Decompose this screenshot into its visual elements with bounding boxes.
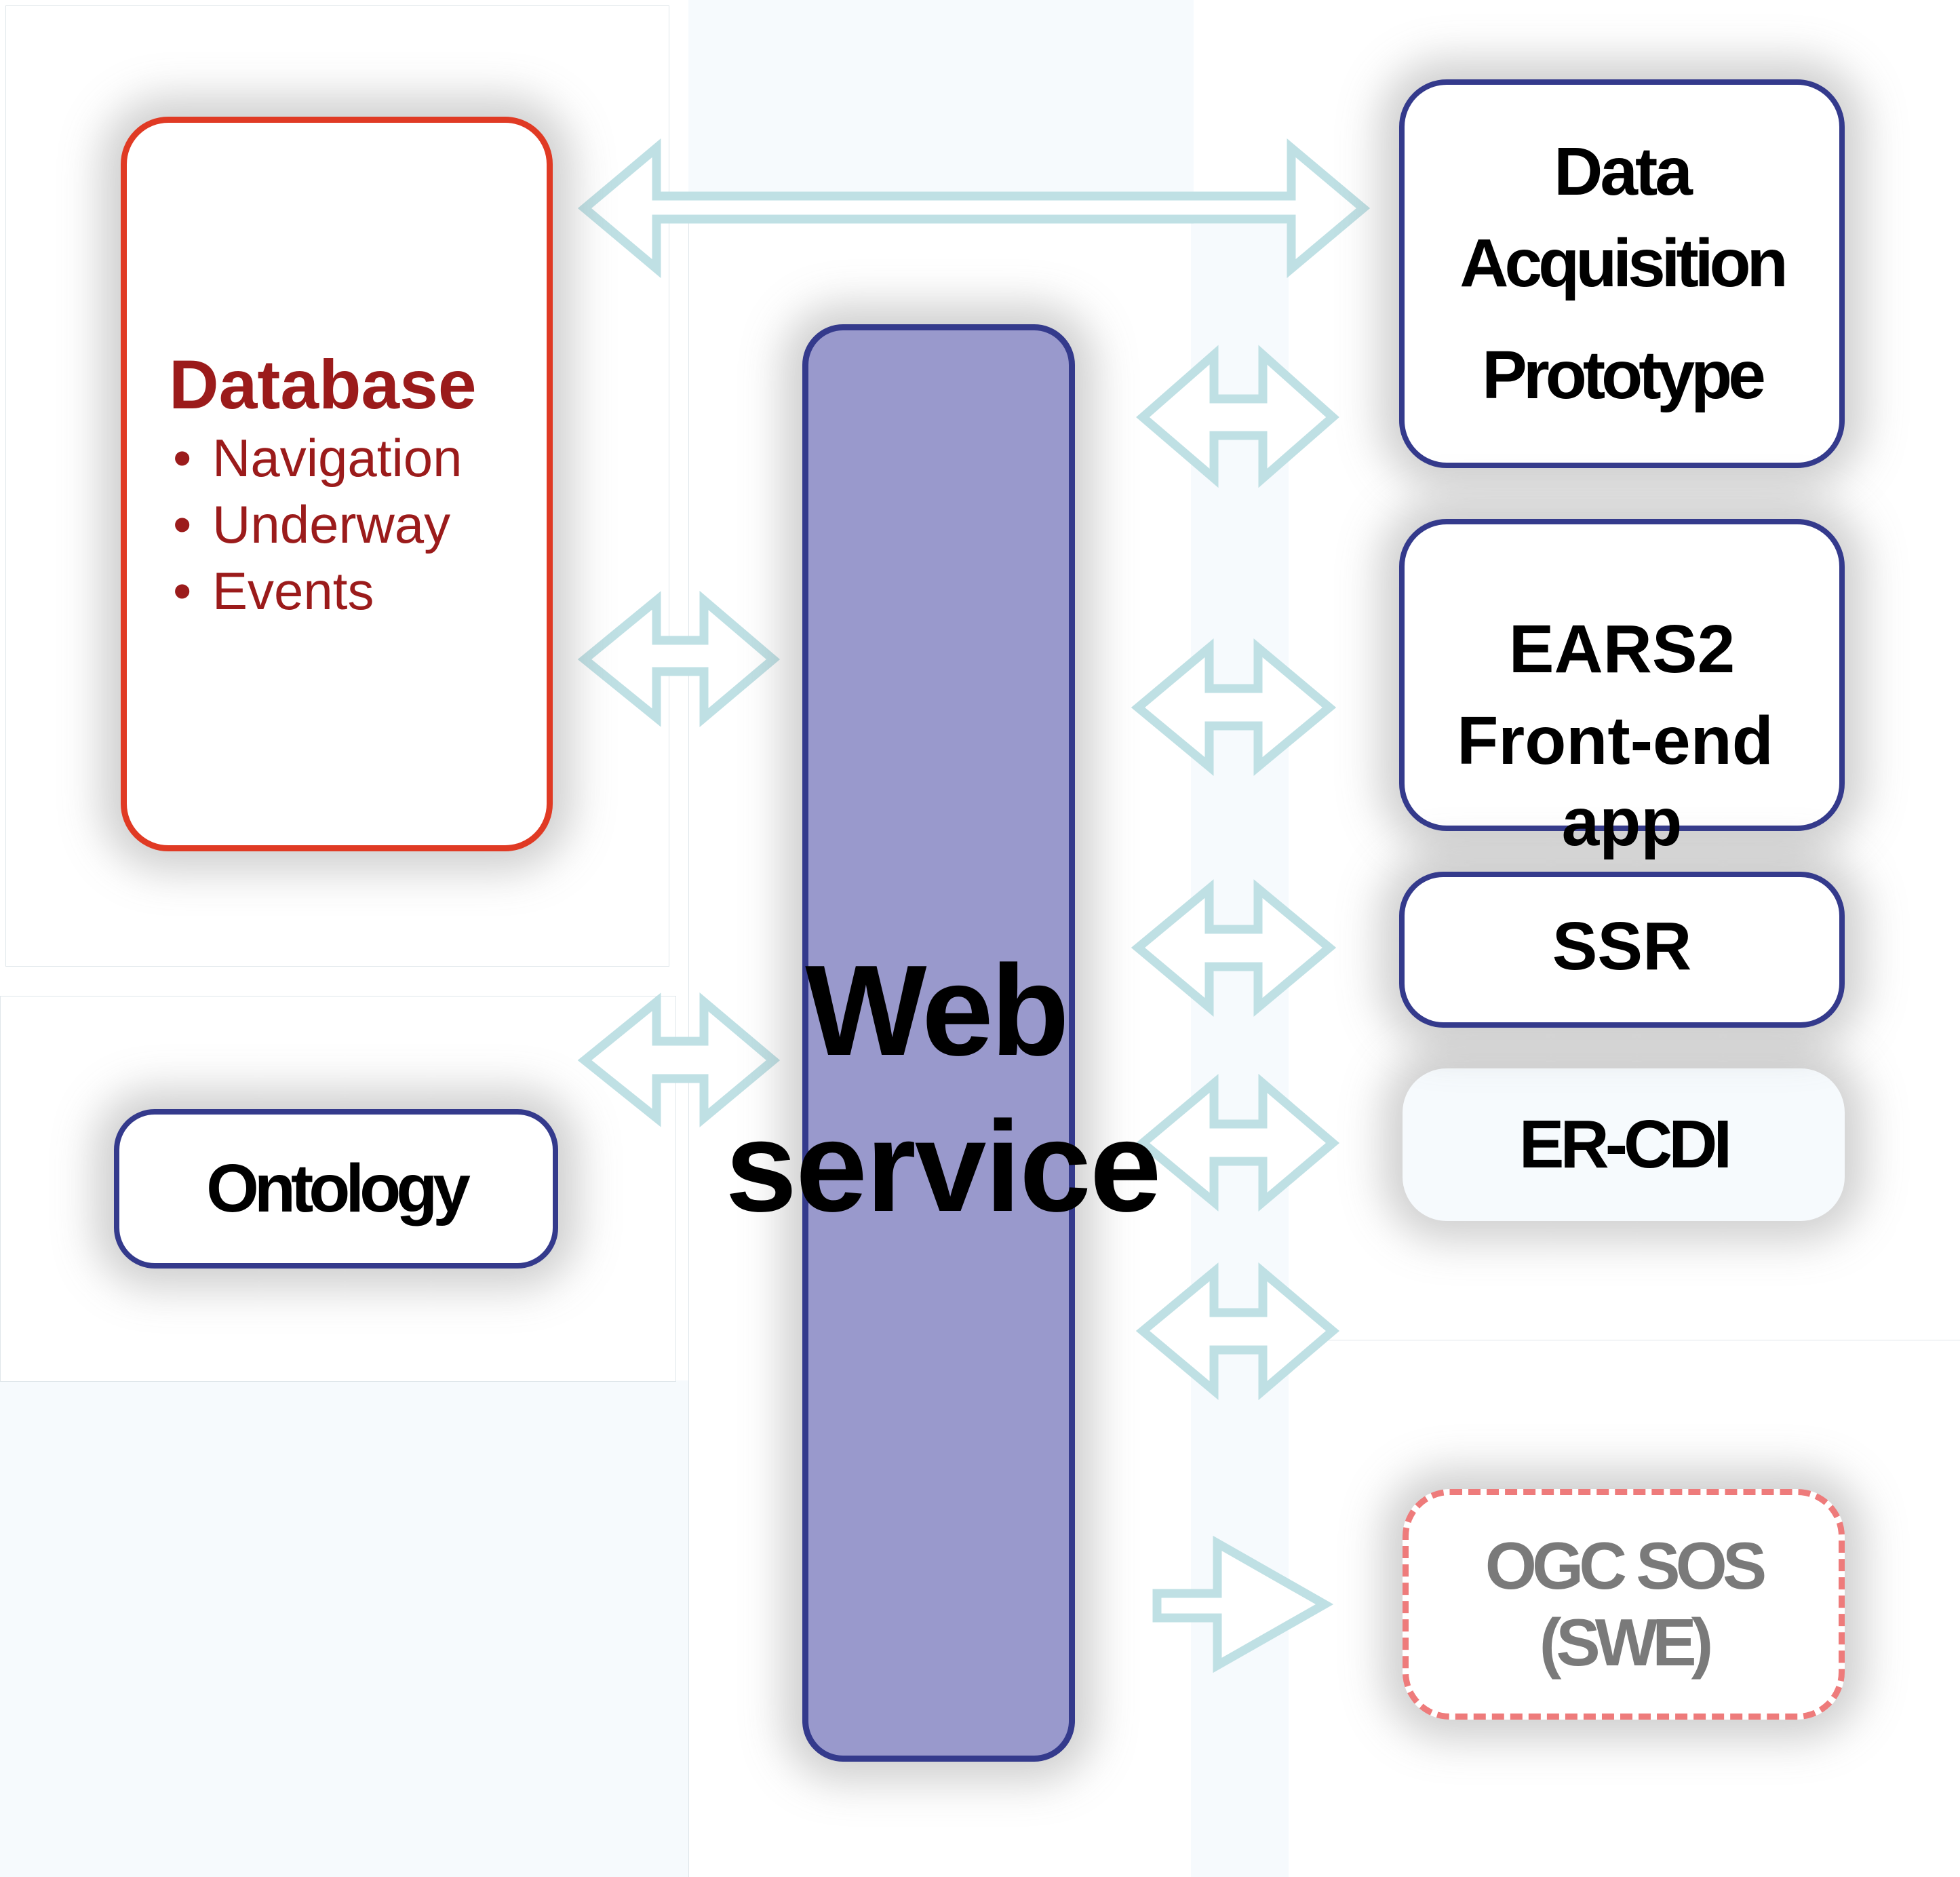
arrow-web-service-ogc-sos bbox=[1152, 1535, 1334, 1673]
database-item-navigation: •Navigation bbox=[169, 425, 463, 491]
ssr-box[interactable]: SSR bbox=[1399, 872, 1845, 1028]
database-item-events: •Events bbox=[169, 558, 463, 624]
double-arrow-web-service-er-cdi bbox=[1135, 1073, 1340, 1212]
ssr-label: SSR bbox=[1552, 908, 1692, 984]
double-arrow-web-service-data-acquisition bbox=[1136, 345, 1339, 488]
web-service-label: Web service bbox=[699, 946, 1187, 1231]
double-arrow-database-data-acquisition bbox=[577, 138, 1371, 278]
double-arrow-web-service-ears2 bbox=[1131, 638, 1337, 776]
web-service-line2: service bbox=[725, 1095, 1161, 1239]
bullet: • bbox=[173, 428, 192, 488]
ogc-sos-line1: OGC SOS bbox=[1485, 1528, 1767, 1604]
ontology-box[interactable]: Ontology bbox=[114, 1109, 558, 1269]
database-item-list: •Navigation •Underway •Events bbox=[169, 425, 463, 624]
web-service-line1: Web bbox=[805, 939, 1070, 1083]
ears2-line1: EARS2 bbox=[1508, 611, 1736, 687]
data-acquisition-line1: Data bbox=[1554, 134, 1693, 210]
ontology-label: Ontology bbox=[206, 1150, 471, 1226]
ogc-sos-box[interactable]: OGC SOS (SWE) bbox=[1403, 1489, 1845, 1720]
er-cdi-label: ER-CDI bbox=[1518, 1106, 1732, 1182]
er-cdi-box[interactable]: ER-CDI bbox=[1403, 1068, 1845, 1221]
ears2-line3: app bbox=[1561, 784, 1683, 860]
bullet: • bbox=[173, 561, 192, 621]
web-service-column[interactable] bbox=[802, 324, 1075, 1762]
ears2-box[interactable]: EARS2 Front-end app bbox=[1399, 519, 1845, 858]
database-box[interactable]: Database •Navigation •Underway •Events bbox=[121, 117, 553, 851]
data-acquisition-box[interactable]: Data Acquisition Prototype bbox=[1399, 79, 1845, 468]
double-arrow-database-web-service bbox=[577, 590, 781, 727]
background-panel-left-bottom bbox=[0, 1380, 688, 1877]
double-arrow-web-service-ssr bbox=[1131, 879, 1337, 1017]
database-item-underway: •Underway bbox=[169, 491, 463, 558]
bullet: • bbox=[173, 495, 192, 554]
double-arrow-web-service-empty bbox=[1135, 1262, 1340, 1401]
data-acquisition-line3: Prototype bbox=[1482, 337, 1766, 413]
ears2-line2: Front-end bbox=[1457, 703, 1773, 779]
data-acquisition-line2: Acquisition bbox=[1459, 225, 1788, 301]
ogc-sos-line2: (SWE) bbox=[1539, 1605, 1713, 1680]
database-title: Database bbox=[169, 346, 477, 423]
double-arrow-ontology-web-service bbox=[577, 992, 781, 1127]
